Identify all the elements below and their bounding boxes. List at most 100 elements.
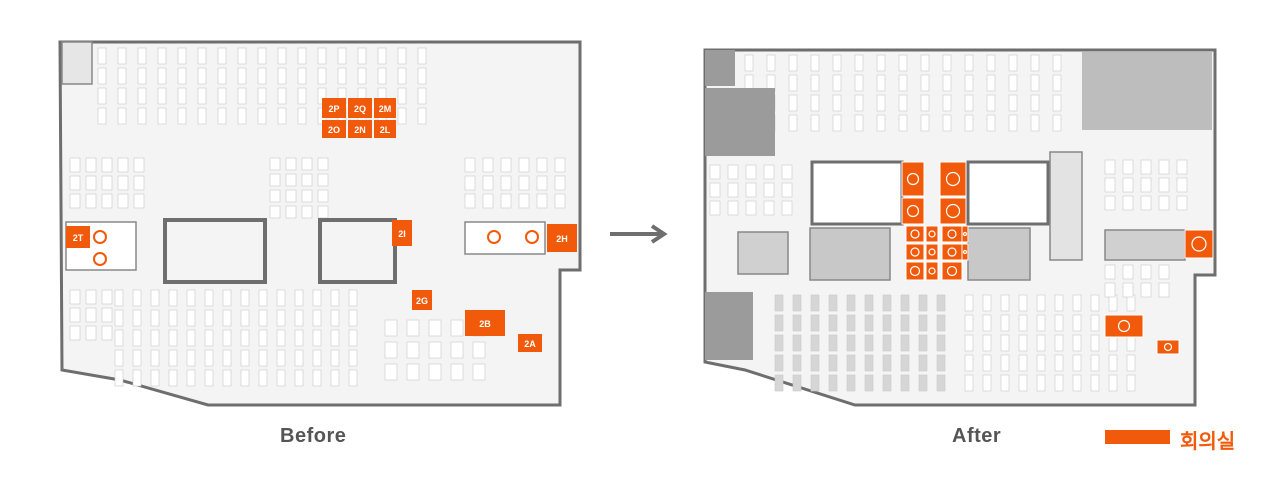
- meeting-room: [925, 225, 939, 243]
- desk: [114, 289, 124, 307]
- desk: [832, 54, 842, 72]
- desk: [168, 349, 178, 367]
- desk: [240, 309, 250, 327]
- desk: [157, 67, 167, 85]
- room-label-2N: 2N: [354, 125, 366, 135]
- desk: [348, 349, 358, 367]
- desk: [330, 349, 340, 367]
- meeting-room: [925, 261, 939, 281]
- desk: [97, 107, 107, 125]
- desk: [828, 374, 838, 392]
- desk: [1104, 177, 1116, 193]
- desk: [85, 325, 97, 341]
- desk: [297, 87, 307, 105]
- desk: [257, 67, 267, 85]
- restroom-icon: [93, 252, 107, 266]
- desk: [986, 114, 996, 132]
- desk: [846, 314, 856, 332]
- desk: [942, 54, 952, 72]
- meeting-room: [941, 225, 963, 243]
- meeting-room: [1104, 314, 1144, 338]
- room-label-2P: 2P: [328, 104, 339, 114]
- room-label-2I: 2I: [398, 229, 406, 239]
- desk: [792, 294, 802, 312]
- desk: [1036, 294, 1046, 312]
- desk: [117, 87, 127, 105]
- desk: [964, 374, 974, 392]
- desk: [964, 94, 974, 112]
- desk: [1030, 114, 1040, 132]
- desk: [936, 334, 946, 352]
- desk: [117, 107, 127, 125]
- room-label-2Q: 2Q: [354, 104, 366, 114]
- before-core-left: [163, 218, 267, 284]
- desk: [763, 164, 775, 180]
- desk: [406, 319, 420, 337]
- desk: [554, 193, 566, 209]
- meeting-icon: [947, 229, 957, 239]
- desk: [397, 47, 407, 65]
- desk: [114, 369, 124, 387]
- desk: [186, 369, 196, 387]
- desk: [898, 114, 908, 132]
- desk: [137, 87, 147, 105]
- desk: [1158, 264, 1170, 280]
- desk: [222, 309, 232, 327]
- desk: [500, 175, 512, 191]
- desk: [312, 329, 322, 347]
- desk: [406, 363, 420, 381]
- desk: [792, 334, 802, 352]
- desk: [986, 94, 996, 112]
- desk: [745, 200, 757, 216]
- desk: [85, 289, 97, 305]
- meeting-room: [901, 161, 925, 197]
- desk: [1108, 294, 1118, 312]
- desk: [85, 175, 97, 191]
- desk: [810, 114, 820, 132]
- desk: [882, 294, 892, 312]
- desk: [1176, 177, 1188, 193]
- desk: [397, 67, 407, 85]
- meeting-room-2H: [547, 224, 577, 252]
- meeting-icon: [962, 231, 968, 237]
- desk: [312, 289, 322, 307]
- after-floorplan: [703, 48, 1217, 407]
- desk: [217, 47, 227, 65]
- desk: [217, 87, 227, 105]
- desk: [1000, 374, 1010, 392]
- meeting-icon: [928, 230, 936, 238]
- desk: [101, 157, 113, 173]
- desk: [1104, 264, 1116, 280]
- desk: [1054, 314, 1064, 332]
- desk: [1036, 374, 1046, 392]
- desk: [846, 334, 856, 352]
- desk: [1108, 374, 1118, 392]
- desk: [276, 309, 286, 327]
- desk: [810, 294, 820, 312]
- room-label-2H: 2H: [556, 234, 568, 244]
- desk: [920, 54, 930, 72]
- desk: [117, 47, 127, 65]
- desk: [186, 349, 196, 367]
- meeting-icon: [946, 265, 958, 277]
- desk: [258, 289, 268, 307]
- desk: [900, 314, 910, 332]
- desk: [450, 341, 464, 359]
- desk: [69, 325, 81, 341]
- desk: [168, 329, 178, 347]
- desk: [898, 94, 908, 112]
- desk: [854, 114, 864, 132]
- desk: [417, 87, 427, 105]
- desk: [237, 87, 247, 105]
- desk: [1018, 374, 1028, 392]
- desk: [168, 289, 178, 307]
- desk: [101, 175, 113, 191]
- desk: [204, 329, 214, 347]
- desk: [317, 189, 329, 203]
- desk: [882, 354, 892, 372]
- desk: [330, 309, 340, 327]
- after-caption: After: [952, 425, 1002, 447]
- desk: [774, 334, 784, 352]
- desk: [132, 309, 142, 327]
- desk: [297, 107, 307, 125]
